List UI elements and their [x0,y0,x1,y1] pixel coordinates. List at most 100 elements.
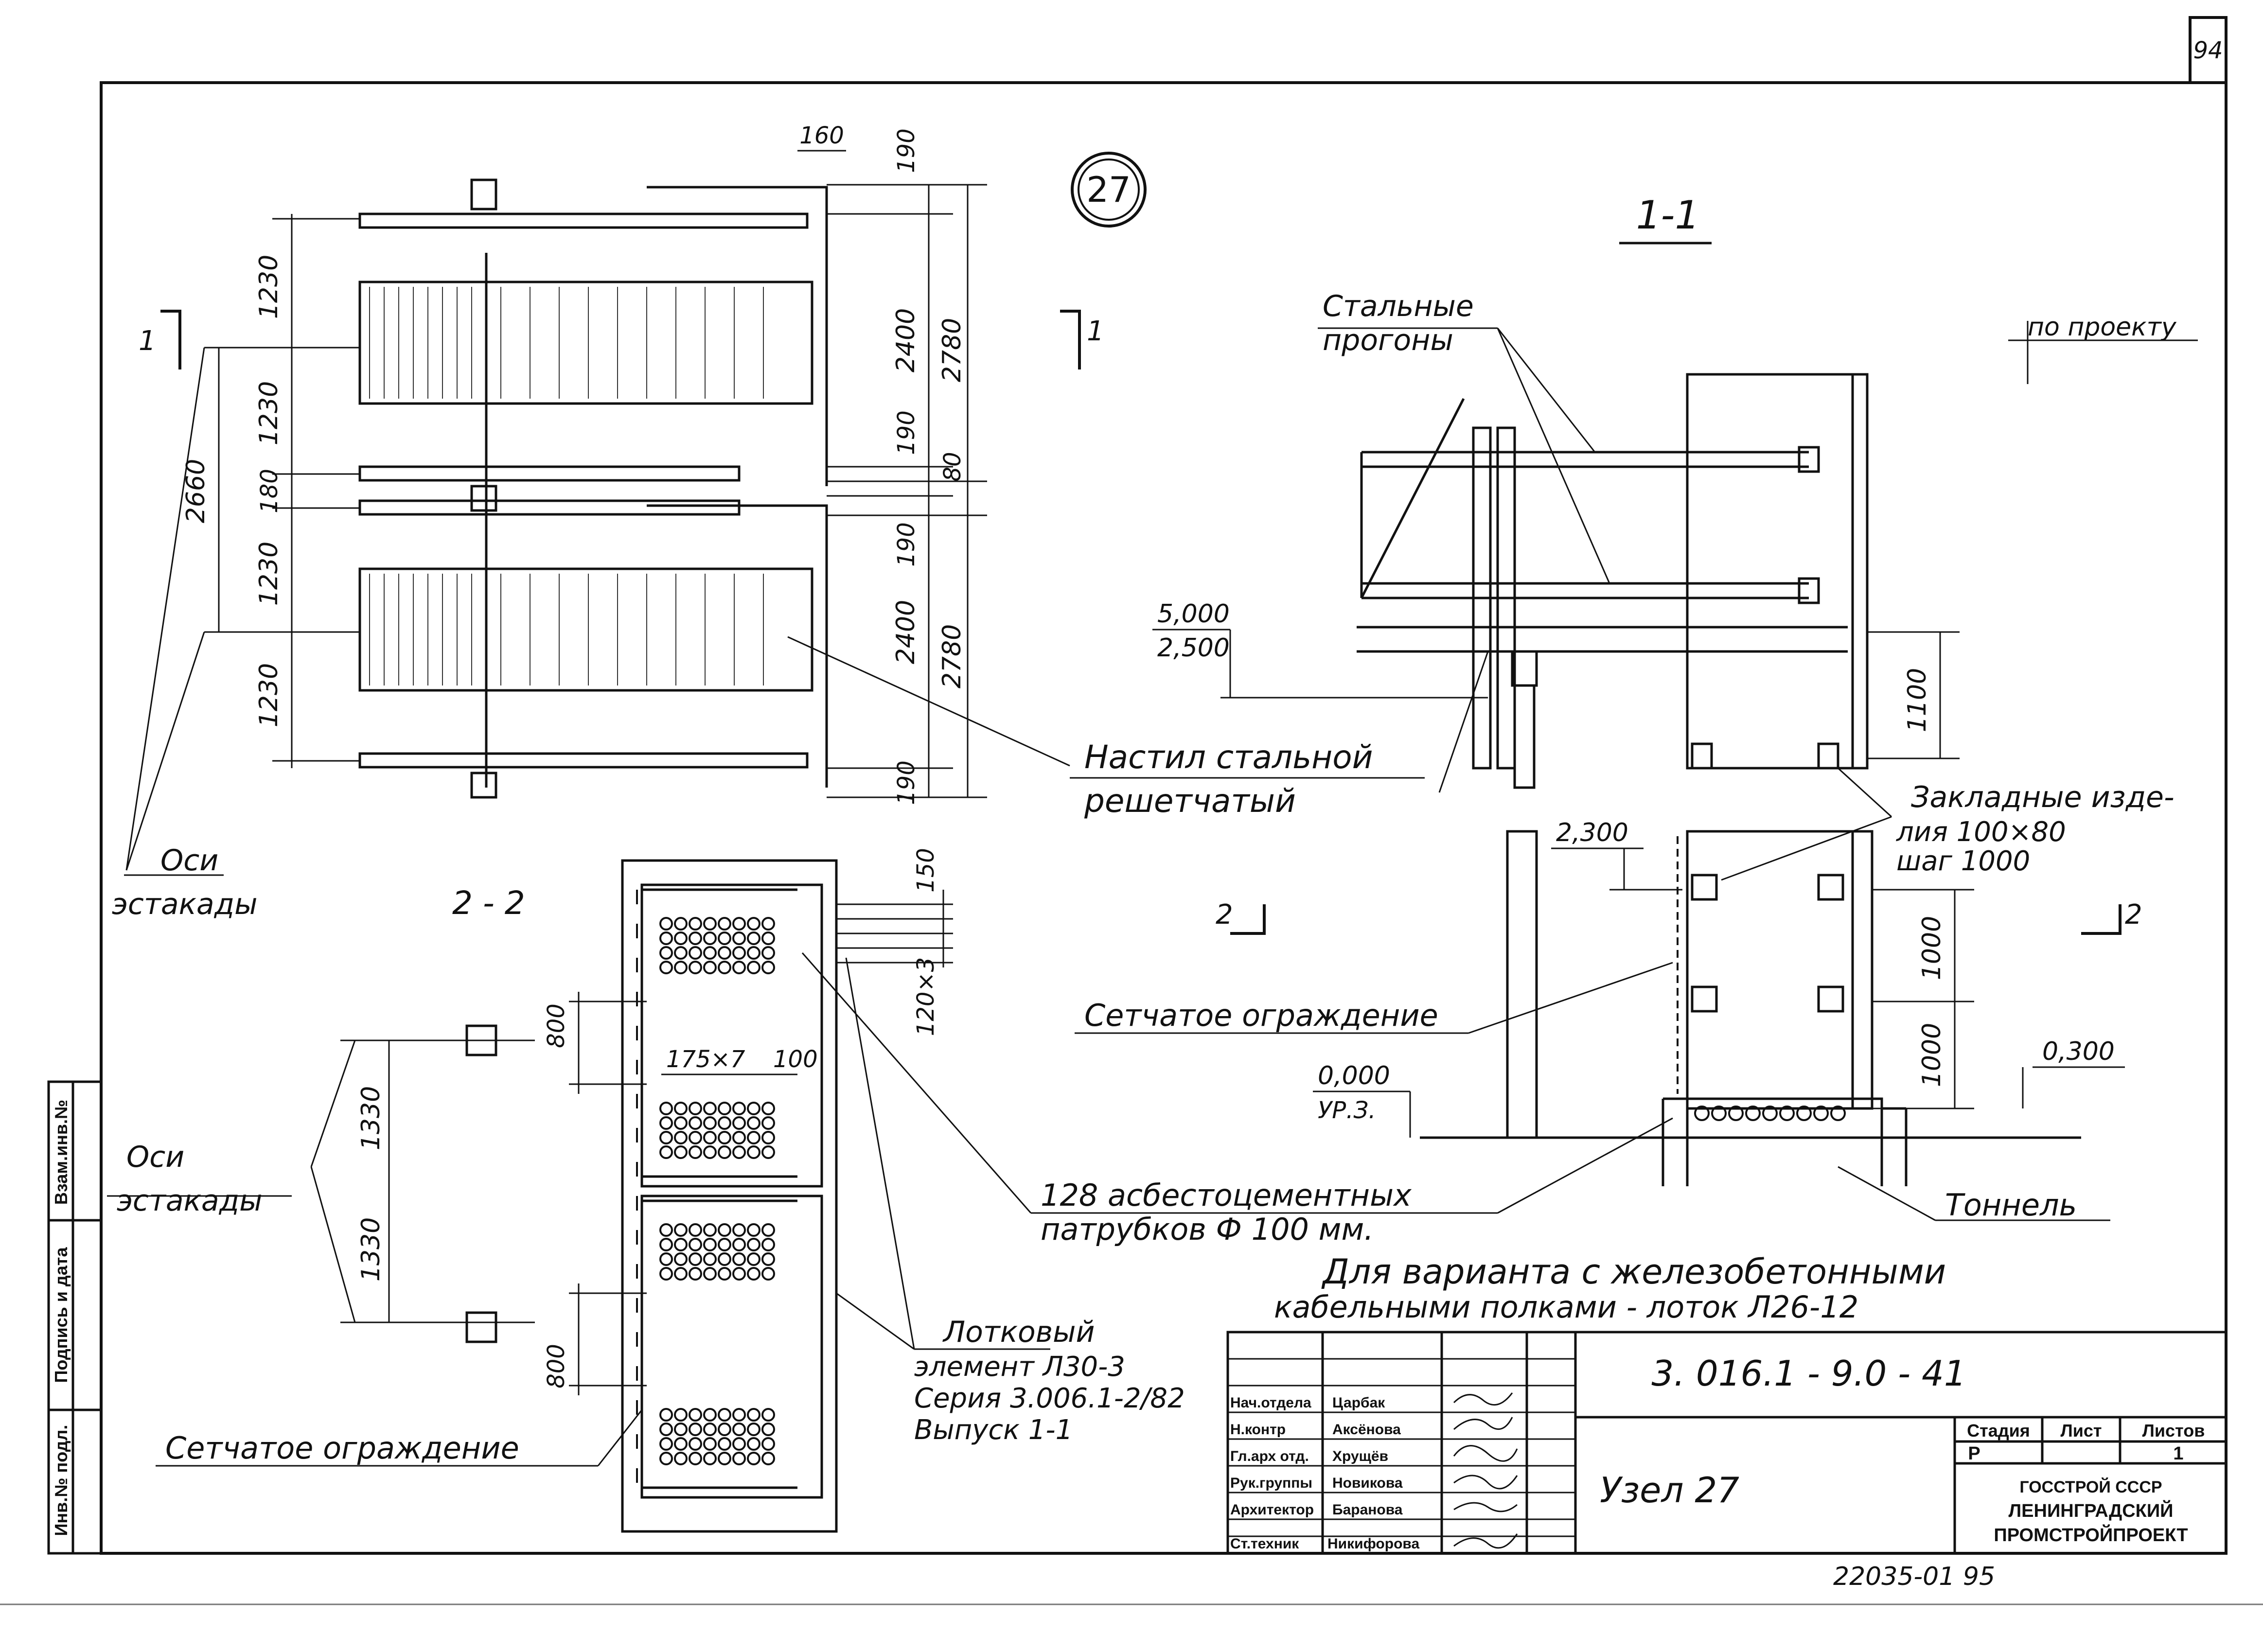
doc-number: 22035-01 95 [1833,1562,1995,1591]
dim-175x7: 175×7 [666,1046,745,1073]
left-stamp [47,1080,103,1555]
plan-dim-right-3: 190 [893,410,920,455]
plan-dim-right-2: 2400 [891,308,920,372]
plan-dim-right-7: 190 [893,760,920,805]
role-3: Гл.арх отд. [1230,1448,1309,1464]
dim-1330-b: 1330 [356,1217,386,1282]
axes-label-top-1: Оси [160,844,218,878]
purlins-label-2: прогоны [1323,323,1453,357]
stamp-orig-inv: Инв.№ подл. [51,1425,71,1536]
dim-1000-a: 1000 [1917,916,1946,980]
stage-header: Стадия [1967,1421,2030,1441]
mesh-fence-label-2-2: Сетчатое ограждение [165,1430,519,1466]
dim-1330-a: 1330 [356,1086,386,1150]
title-block: Нач.отдела Н.контр Гл.арх отд. Рук.групп… [1226,1331,2228,1555]
name-6: Никифорова [1327,1536,1419,1552]
embed-label-3: шаг 1000 [1896,845,2030,877]
elev-0300: 0,300 [2042,1037,2115,1066]
stamp-replace-inv: Взам.инв.№ [51,1100,71,1205]
embed-label-1: Закладные изде- [1911,780,2175,814]
design-label: по проекту [2028,313,2177,342]
elev-5000: 5,000 [1157,599,1230,629]
plan-dim-top: 160 [799,122,844,149]
cut-mark-left: 1 [139,325,156,357]
axes-label-bottom-1: Оси [126,1140,184,1174]
plan-dim-right-5: 190 [893,522,920,567]
name-3: Хрущёв [1332,1448,1388,1464]
embed-label-2: лия 100×80 [1896,816,2066,848]
role-6: Ст.техник [1230,1536,1299,1552]
plan-dim-outer-2: 2780 [937,624,967,688]
node-circle-inner [1078,158,1140,221]
section-1-1: 1-1 Стальные прогоны по проекту 5,000 2,… [1070,193,2198,1223]
sheet-number: 94 [2193,37,2223,64]
sheets-header: Листов [2142,1421,2205,1441]
tray-label-1: Лотковый [942,1315,1095,1349]
name-5: Баранова [1332,1502,1403,1518]
node-circle [1071,152,1147,228]
tunnel-label: Тоннель [1945,1187,2077,1223]
cut2-mark-left: 2 [1216,899,1233,931]
elev-0000: 0,000 [1318,1061,1390,1090]
dim-100: 100 [773,1046,818,1073]
sheets-value: 1 [2173,1443,2183,1464]
org-line-2: ЛЕНИНГРАДСКИЙ [2009,1499,2174,1521]
variant-note-1: Для варианта с железобетонными [1321,1252,1946,1292]
cut-mark-right: 1 [1087,316,1104,347]
dim-1000-b: 1000 [1917,1023,1946,1087]
plan-dim-outer-1: 2780 [937,318,967,382]
plan-dim-left-5: 1230 [254,663,283,727]
dim-120x3: 120×3 [912,957,939,1036]
ground-level: УР.З. [1318,1097,1376,1124]
role-4: Рук.группы [1230,1475,1312,1491]
pipes-label-1: 128 асбестоцементных [1041,1177,1412,1213]
name-1: Царбак [1332,1395,1385,1411]
role-2: Н.контр [1230,1422,1286,1438]
org-line-3: ПРОМСТРОЙПРОЕКТ [1994,1524,2188,1546]
elev-2500: 2,500 [1157,633,1230,663]
dim-800-b: 800 [543,1344,570,1388]
section-2-2-title: 2 - 2 [452,884,525,922]
org-line-1: ГОССТРОЙ СССР [2019,1477,2162,1496]
plan-dim-left-4: 1230 [254,542,283,606]
deck-label-1: Настил стальной [1084,738,1373,776]
stamp-sign-date: Подпись и дата [51,1247,71,1383]
tray-label-4: Выпуск 1-1 [914,1414,1073,1446]
plan-dim-right-4: 80 [939,452,966,481]
deck-label-2: решетчатый [1084,782,1296,820]
variant-note-2: кабельными полками - лоток Л26-12 [1274,1289,1858,1325]
name-2: Аксёнова [1332,1422,1401,1438]
name-4: Новикова [1332,1475,1403,1491]
dim-800-a: 800 [543,1003,570,1048]
plan-dim-right-6: 2400 [891,600,920,664]
dim-1100: 1100 [1903,668,1932,732]
role-5: Архитектор [1230,1502,1314,1518]
axes-leaders-top [124,347,224,876]
doc-code: 3. 016.1 - 9.0 - 41 [1651,1353,1966,1394]
plan-dim-left-2: 1230 [254,381,283,445]
node-title: Узел 27 [1600,1470,1739,1511]
sheet-frame [100,16,2228,1555]
section-1-1-title: 1-1 [1636,193,1700,238]
tray-label-2: элемент Л30-3 [914,1351,1125,1383]
axes-label-top-2: эстакады [112,887,258,921]
mesh-fence-label-1-1: Сетчатое ограждение [1084,998,1438,1033]
role-1: Нач.отдела [1230,1395,1311,1411]
pipes-label-2: патрубков Ф 100 мм. [1041,1212,1374,1247]
cut2-mark-right: 2 [2125,899,2142,931]
section-2-2: 2 - 2 [107,848,953,1533]
axes-label-bottom-2: эстакады [117,1184,263,1218]
sheet-header: Лист [2060,1421,2102,1441]
signatures [1453,1392,1518,1549]
plan-dim-left-1: 1230 [254,255,283,319]
purlins-label-1: Стальные [1323,289,1474,323]
tray-label-3: Серия 3.006.1-2/82 [914,1383,1185,1414]
stage-value: Р [1968,1443,1980,1464]
dim-150: 150 [912,848,939,893]
elev-2300: 2,300 [1556,818,1628,847]
node-number: 27 [1086,169,1131,210]
plan-dim-left-3: 180 [256,469,283,513]
plan-view: 1230 1230 180 1230 1230 2660 190 2400 19… [139,122,1104,805]
